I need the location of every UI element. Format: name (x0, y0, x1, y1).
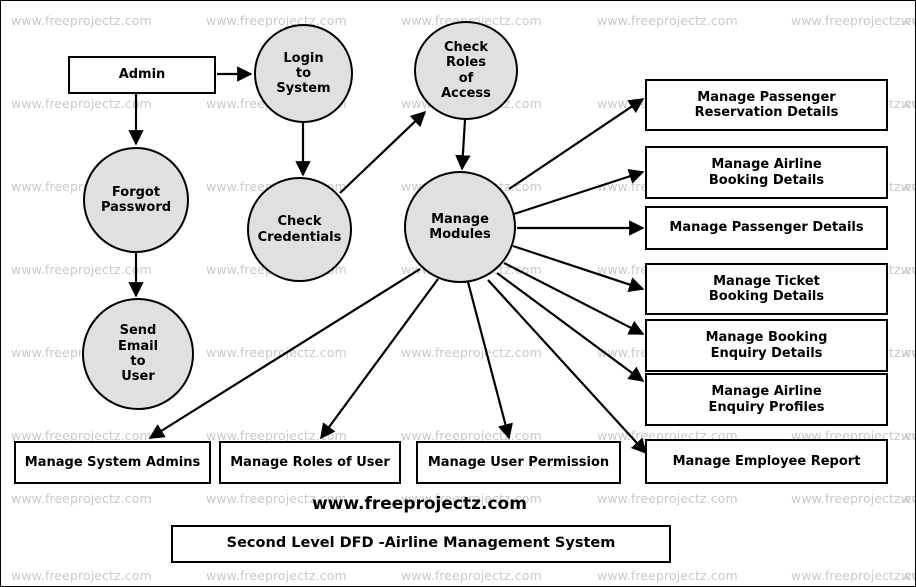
flow-modules-to-ds4 (512, 244, 645, 292)
data-store-manage-user-permission[interactable]: Manage User Permission (416, 441, 621, 484)
data-store-label: Manage User Permission (427, 454, 610, 470)
flow-modules-to-ds1 (508, 98, 645, 190)
flow-modules-to-ds7 (487, 279, 648, 455)
page-title: Second Level DFD -Airline Management Sys… (226, 535, 616, 552)
flow-modules-to-db2 (320, 278, 439, 440)
data-store-label: Manage System Admins (24, 454, 201, 470)
flow-check-roles-to-manage-modules (455, 119, 471, 171)
flow-modules-to-db3 (466, 281, 513, 440)
flow-modules-to-ds5 (503, 262, 645, 335)
flow-check-credentials-to-check-roles (339, 110, 427, 194)
data-store-manage-passenger-details[interactable]: Manage Passenger Details (645, 206, 888, 250)
external-entity-admin[interactable]: Admin (68, 56, 216, 94)
flow-modules-to-ds6 (496, 272, 645, 382)
external-entity-admin-label: Admin (118, 67, 166, 83)
diagram-title-box: Second Level DFD -Airline Management Sys… (171, 525, 671, 563)
flow-modules-to-db1 (148, 268, 421, 439)
brand-text: www.freeprojectz.com (312, 494, 527, 514)
flow-modules-to-ds2 (513, 168, 645, 216)
data-store-manage-roles-of-user[interactable]: Manage Roles of User (219, 441, 401, 484)
data-store-label: Manage Passenger Details (669, 220, 864, 236)
data-store-label: Manage Employee Report (672, 453, 861, 469)
data-store-label: Manage Roles of User (230, 454, 390, 470)
data-store-manage-system-admins[interactable]: Manage System Admins (14, 441, 211, 484)
data-store-manage-employee-report[interactable]: Manage Employee Report (645, 439, 888, 484)
